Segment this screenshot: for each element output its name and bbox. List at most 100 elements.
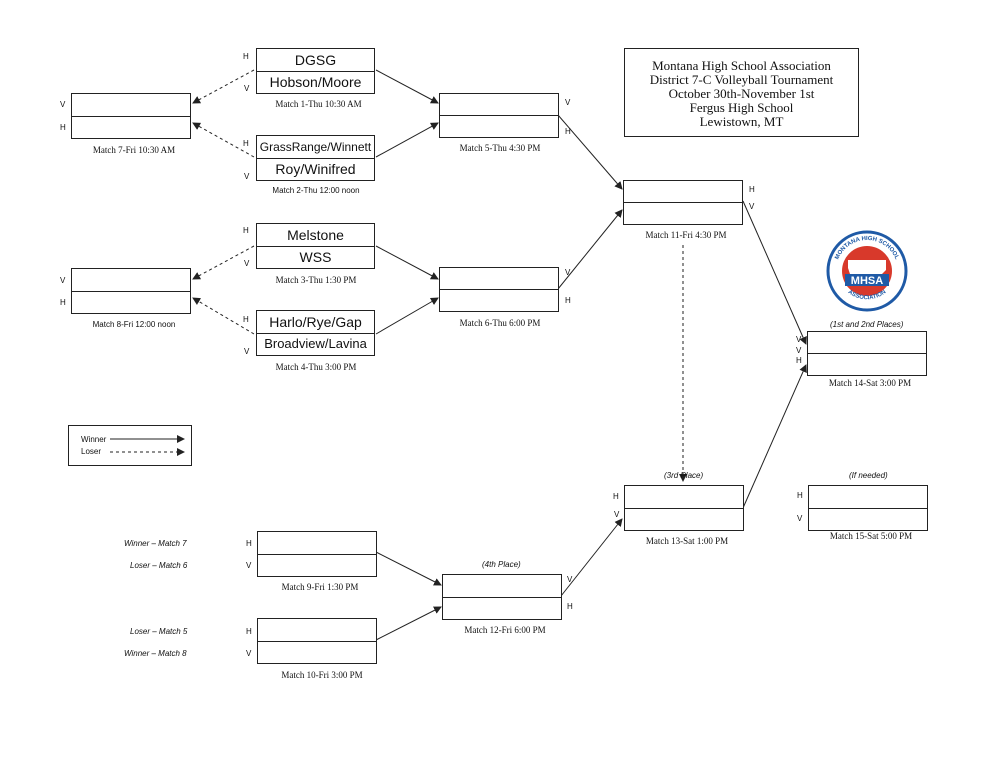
match-3-v-label: V — [244, 259, 250, 268]
match-12-home-slot — [443, 596, 561, 619]
match-1-caption: Match 1-Thu 10:30 AM — [275, 99, 362, 109]
match-10-visitor-slot — [258, 640, 376, 663]
match-11-visitor-slot — [624, 202, 742, 224]
source-loser-match-6: Loser – Match 6 — [130, 561, 188, 570]
match-10-h-label: H — [246, 627, 252, 636]
match-15-box — [808, 485, 928, 531]
match-1-home-team: DGSG — [257, 49, 374, 72]
match-2-box: GrassRange/Winnett Roy/Winifred — [256, 135, 375, 181]
match-5-home-slot — [440, 115, 558, 137]
match-2-v-label: V — [244, 172, 250, 181]
winner-line-m5 — [557, 114, 623, 190]
winner-line-m11 — [742, 200, 807, 345]
match-6-home-slot — [440, 289, 558, 311]
match-15-v-label: V — [797, 514, 803, 523]
match-12-h-label: H — [567, 602, 573, 611]
third-place-label: (3rd Place) — [664, 471, 704, 480]
match-4-home-team: Harlo/Rye/Gap — [257, 311, 374, 334]
match-14-v-label-1: V — [796, 335, 802, 344]
match-10-home-slot — [258, 619, 376, 642]
match-11-v-label: V — [749, 202, 755, 211]
match-7-box — [71, 93, 191, 139]
match-9-visitor-slot — [258, 553, 376, 576]
match-2-h-label: H — [243, 139, 249, 148]
source-winner-match-7: Winner – Match 7 — [124, 539, 187, 548]
mhsa-logo-graphic: MHSA MONTANA HIGH SCHOOL ASSOCIATION — [826, 230, 908, 312]
match-13-caption: Match 13-Sat 1:00 PM — [645, 536, 729, 546]
match-2-caption: Match 2-Thu 12:00 noon — [272, 186, 360, 195]
match-10-box — [257, 618, 377, 664]
match-2-visitor-team: Roy/Winifred — [275, 160, 356, 177]
match-9-caption: Match 9-Fri 1:30 PM — [281, 582, 359, 592]
match-11-h-label: H — [749, 185, 755, 194]
match-9-v-label: V — [246, 561, 252, 570]
match-15-visitor-slot — [809, 507, 927, 530]
match-12-caption: Match 12-Fri 6:00 PM — [464, 625, 546, 635]
tournament-title: Montana High School Association District… — [624, 48, 859, 137]
match-7-visitor-slot — [72, 94, 190, 117]
logo-abbr: MHSA — [851, 275, 883, 287]
match-11-caption: Match 11-Fri 4:30 PM — [645, 230, 727, 240]
title-line-3: October 30th-November 1st — [668, 86, 815, 101]
winner-line-m12 — [560, 518, 623, 597]
match-9-box — [257, 531, 377, 577]
winner-line-m13 — [742, 364, 807, 509]
match-2-home-team: GrassRange/Winnett — [257, 136, 374, 159]
legend-loser-label: Loser — [81, 447, 102, 456]
match-6-visitor-slot — [440, 268, 558, 290]
title-line-1: Montana High School Association — [652, 58, 831, 73]
winner-line-m6 — [557, 209, 623, 290]
match-6-h-label: H — [565, 296, 571, 305]
match-1-h-label: H — [243, 52, 249, 61]
match-3-box: Melstone WSS — [256, 223, 375, 269]
match-6-box — [439, 267, 559, 312]
match-8-home-slot — [72, 290, 190, 313]
match-15-h-label: H — [797, 491, 803, 500]
winner-line-m9 — [375, 551, 442, 586]
match-3-h-label: H — [243, 226, 249, 235]
winner-line-m3 — [375, 245, 439, 280]
match-13-v-label: V — [614, 510, 620, 519]
match-13-box — [624, 485, 744, 531]
mhsa-logo: MHSA MONTANA HIGH SCHOOL ASSOCIATION — [826, 230, 908, 312]
match-8-h-label: H — [60, 298, 66, 307]
match-7-caption: Match 7-Fri 10:30 AM — [92, 145, 176, 155]
match-6-caption: Match 6-Thu 6:00 PM — [459, 318, 541, 328]
match-9-h-label: H — [246, 539, 252, 548]
match-14-v-label-2: V — [796, 346, 802, 355]
match-5-box — [439, 93, 559, 138]
match-8-box — [71, 268, 191, 314]
match-14-home-slot — [808, 353, 926, 375]
match-4-visitor-team: Broadview/Lavina — [264, 336, 367, 351]
match-10-caption: Match 10-Fri 3:00 PM — [281, 670, 363, 680]
match-4-box: Harlo/Rye/Gap Broadview/Lavina — [256, 310, 375, 356]
match-1-v-label: V — [244, 84, 250, 93]
match-15-home-slot — [809, 486, 927, 509]
match-11-box — [623, 180, 743, 225]
title-line-2: District 7-C Volleyball Tournament — [649, 72, 834, 87]
match-1-box: DGSG Hobson/Moore — [256, 48, 375, 94]
match-12-box — [442, 574, 562, 620]
match-11-home-slot — [624, 181, 742, 203]
match-4-v-label: V — [244, 347, 250, 356]
match-13-h-label: H — [613, 492, 619, 501]
legend-box: Winner Loser — [68, 425, 192, 466]
match-14-h-label: H — [796, 356, 802, 365]
source-loser-match-5: Loser – Match 5 — [130, 627, 188, 636]
match-12-v-label: V — [567, 575, 573, 584]
match-1-visitor-team: Hobson/Moore — [269, 73, 362, 90]
match-7-h-label: H — [60, 123, 66, 132]
match-15-caption: Match 15-Sat 5:00 PM — [829, 531, 913, 541]
match-13-home-slot — [625, 486, 743, 509]
match-7-home-slot — [72, 115, 190, 138]
match-14-visitor-slot — [808, 332, 926, 354]
legend-winner-label: Winner — [81, 435, 107, 444]
fourth-place-label: (4th Place) — [482, 560, 521, 569]
title-line-5: Lewistown, MT — [699, 114, 784, 129]
match-10-v-label: V — [246, 649, 252, 658]
match-7-v-label: V — [60, 100, 66, 109]
match-5-v-label: V — [565, 98, 571, 107]
if-needed-label: (If needed) — [849, 471, 888, 480]
